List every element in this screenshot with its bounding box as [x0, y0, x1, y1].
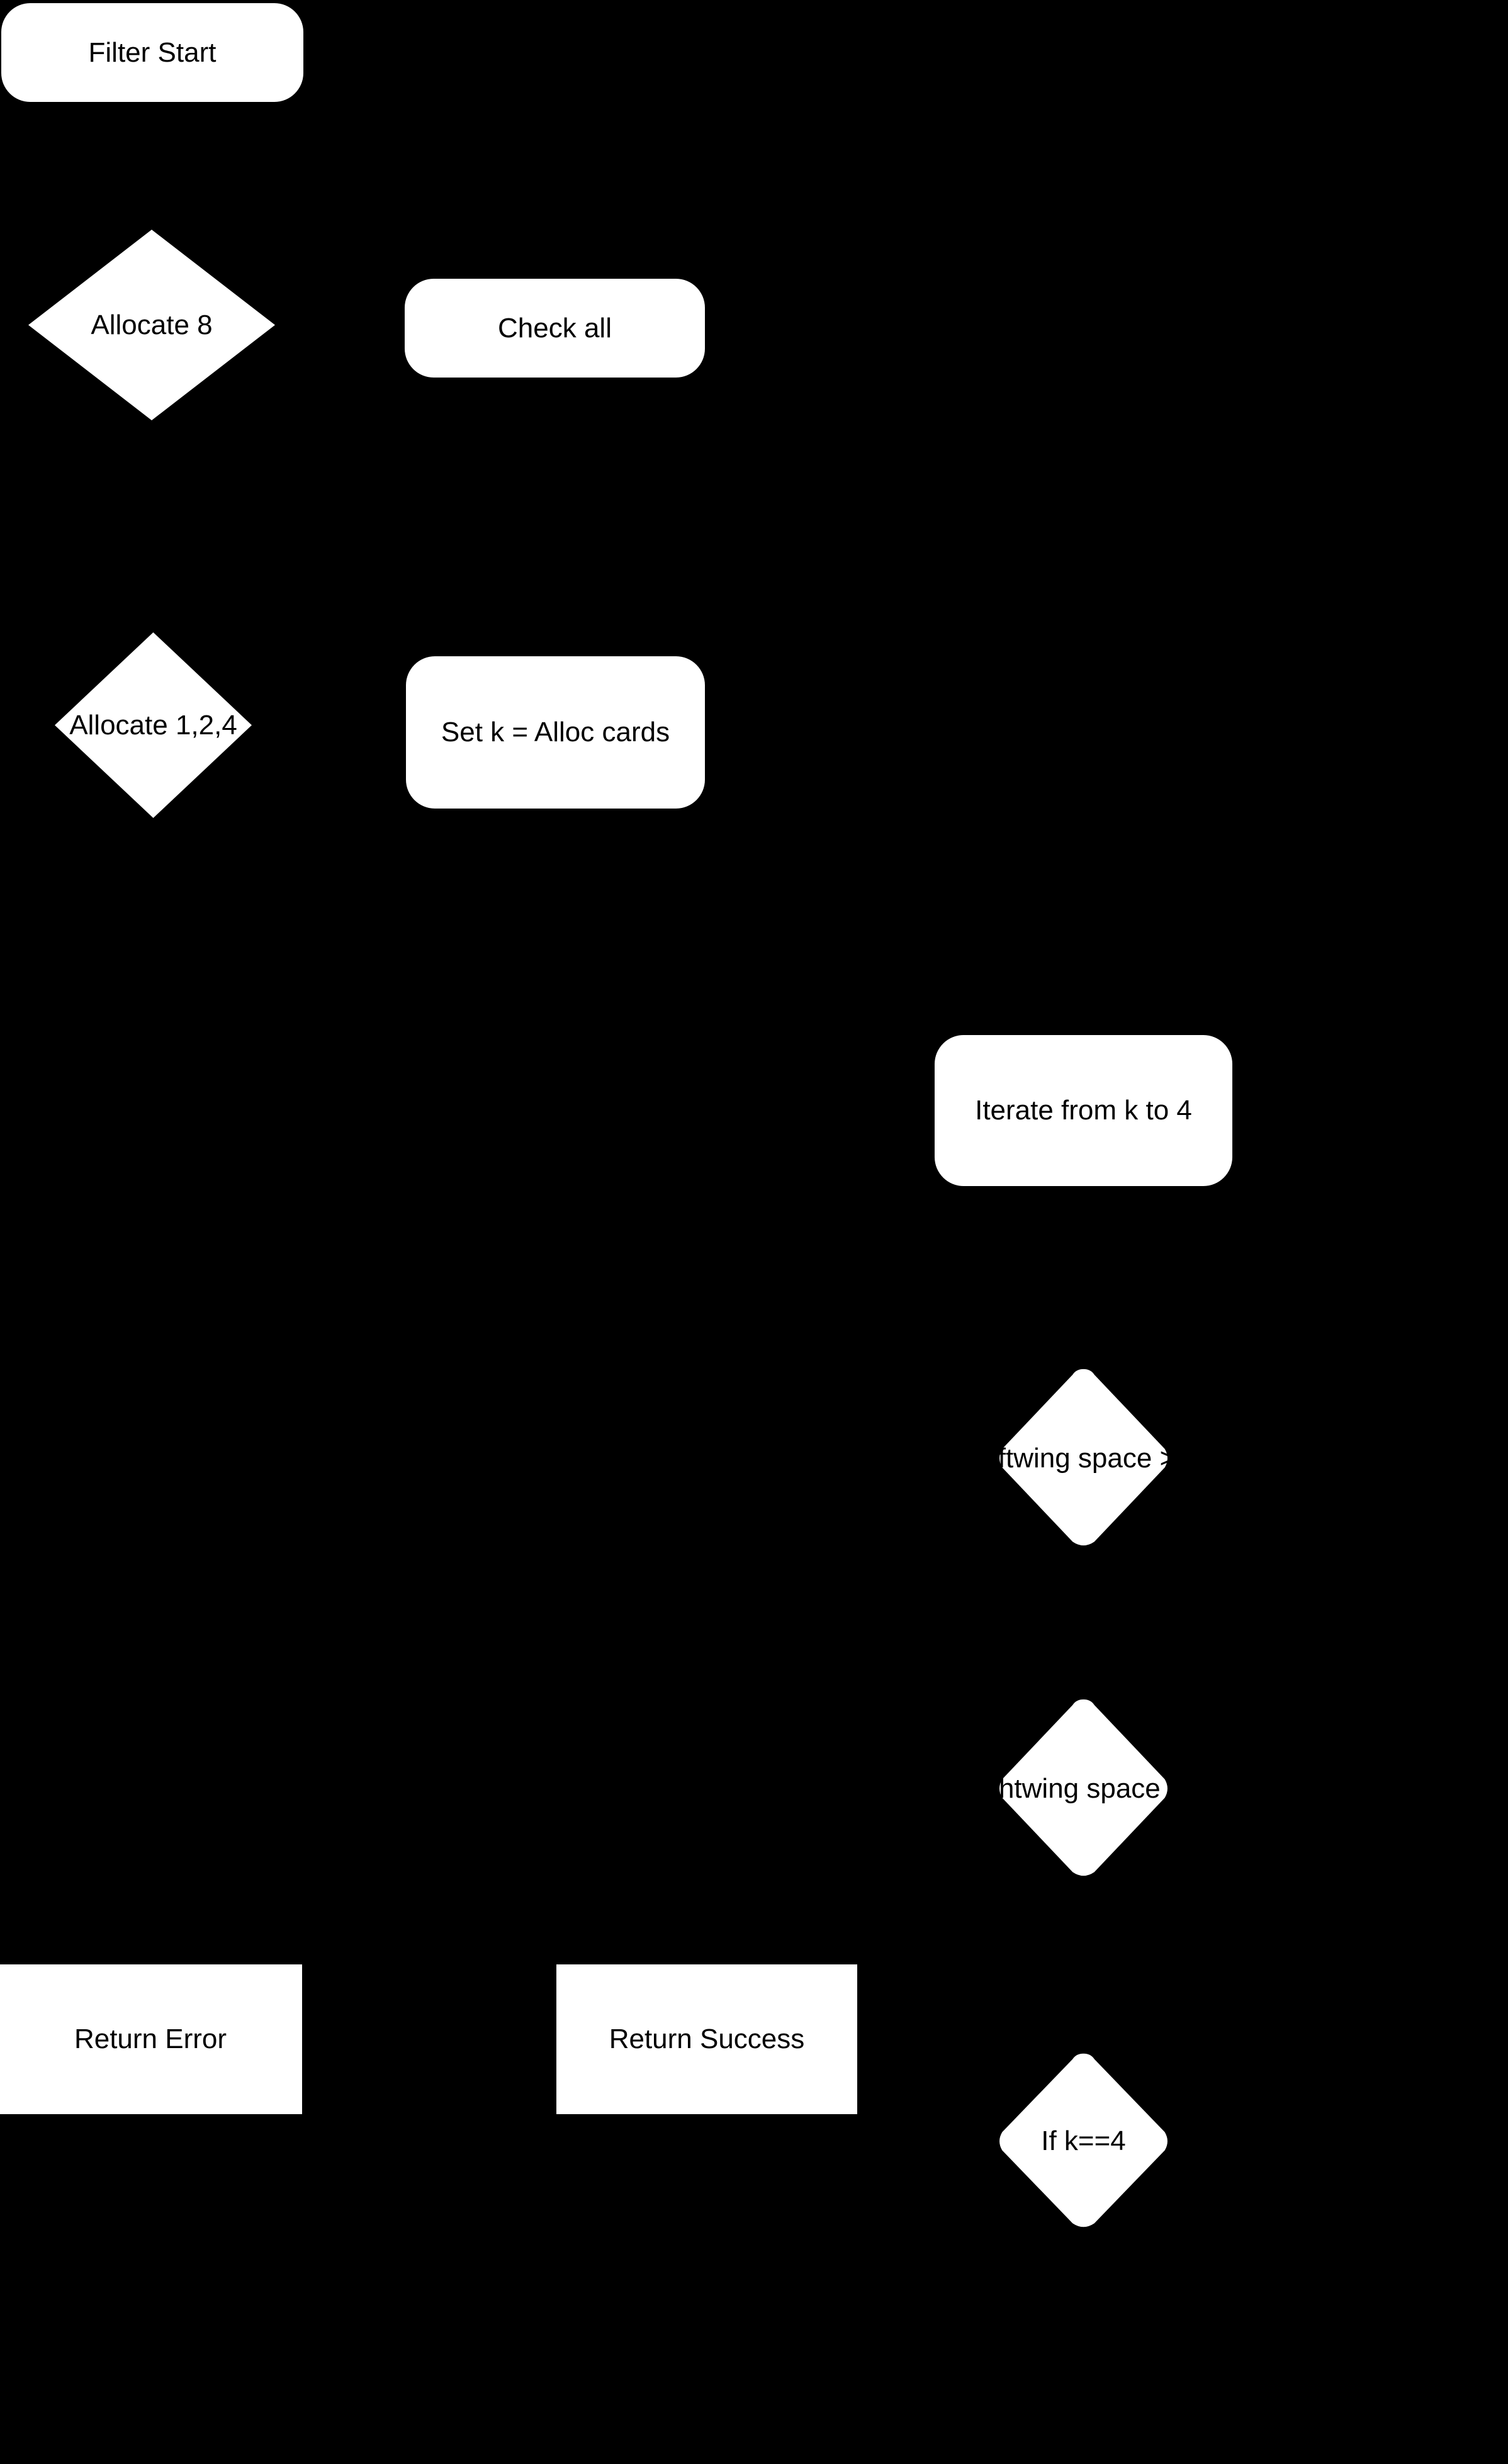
node-filter-start-label: Filter Start	[88, 36, 217, 68]
diamond-shape-allocate-124	[55, 632, 252, 818]
node-allocate-124[interactable]: Allocate 1,2,4	[55, 632, 252, 818]
node-iterate[interactable]: Iterate from k to 4	[935, 1035, 1232, 1186]
node-return-success[interactable]: Return Success	[556, 1964, 857, 2114]
diamond-shape-allocate-8	[28, 230, 275, 420]
node-return-error-label: Return Error	[74, 2024, 227, 2055]
node-allocate-8[interactable]: Allocate 8	[28, 230, 275, 420]
node-filter-start[interactable]: Filter Start	[1, 3, 303, 102]
node-rightwing-condition[interactable]: If rightwing space >= k	[945, 1696, 1222, 1881]
node-set-k-label: Set k = Alloc cards	[441, 717, 670, 748]
node-if-k4-condition[interactable]: If k==4	[993, 2050, 1174, 2232]
node-check-all-label: Check all	[498, 312, 612, 344]
diamond-shape-leftwing	[993, 1365, 1174, 1551]
node-iterate-label: Iterate from k to 4	[975, 1095, 1192, 1126]
node-leftwing-condition[interactable]: If leftwing space >= k	[954, 1365, 1213, 1551]
node-return-error[interactable]: Return Error	[0, 1964, 302, 2114]
node-return-success-label: Return Success	[609, 2024, 805, 2055]
node-set-k[interactable]: Set k = Alloc cards	[406, 656, 705, 809]
diamond-shape-rightwing	[993, 1696, 1174, 1881]
diamond-shape-if-k4	[993, 2050, 1174, 2232]
node-check-all[interactable]: Check all	[405, 279, 705, 378]
